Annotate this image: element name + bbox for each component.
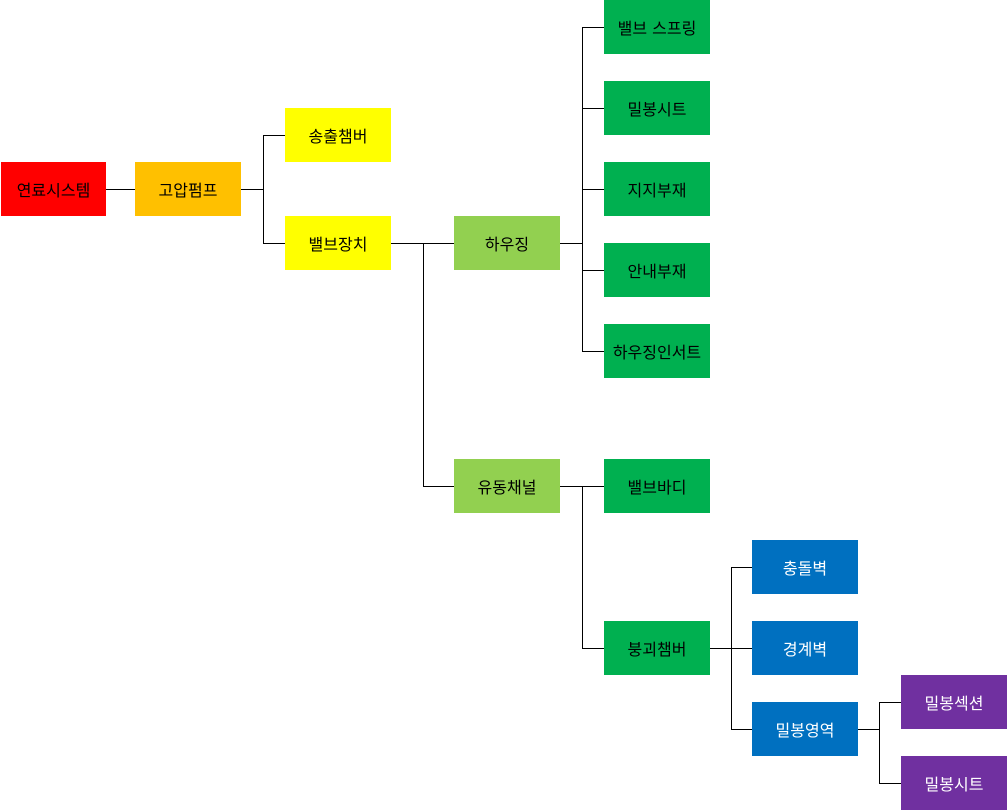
node-impact-wall[interactable]: 충돌벽 <box>752 540 858 594</box>
node-root[interactable]: 연료시스템 <box>1 162 106 216</box>
node-seal-seat-2[interactable]: 밀봉시트 <box>901 756 1007 810</box>
node-valve-body[interactable]: 밸브바디 <box>604 459 710 513</box>
node-collapse-chamber[interactable]: 붕괴챔버 <box>604 621 710 675</box>
node-guide[interactable]: 안내부재 <box>604 243 710 297</box>
node-seal-section[interactable]: 밀봉섹션 <box>901 675 1007 729</box>
node-boundary-wall[interactable]: 경계벽 <box>752 621 858 675</box>
node-valve-spring[interactable]: 밸브 스프링 <box>604 0 710 54</box>
node-chamber[interactable]: 송출챔버 <box>285 108 391 162</box>
node-housing-insert[interactable]: 하우징인서트 <box>604 324 710 378</box>
node-support[interactable]: 지지부재 <box>604 162 710 216</box>
node-pump[interactable]: 고압펌프 <box>135 162 241 216</box>
node-valve-device[interactable]: 밸브장치 <box>285 216 391 270</box>
node-flow-channel[interactable]: 유동채널 <box>454 459 560 513</box>
node-seal-region[interactable]: 밀봉영역 <box>752 702 858 756</box>
node-housing[interactable]: 하우징 <box>454 216 560 270</box>
node-seal-seat-1[interactable]: 밀봉시트 <box>604 81 710 135</box>
